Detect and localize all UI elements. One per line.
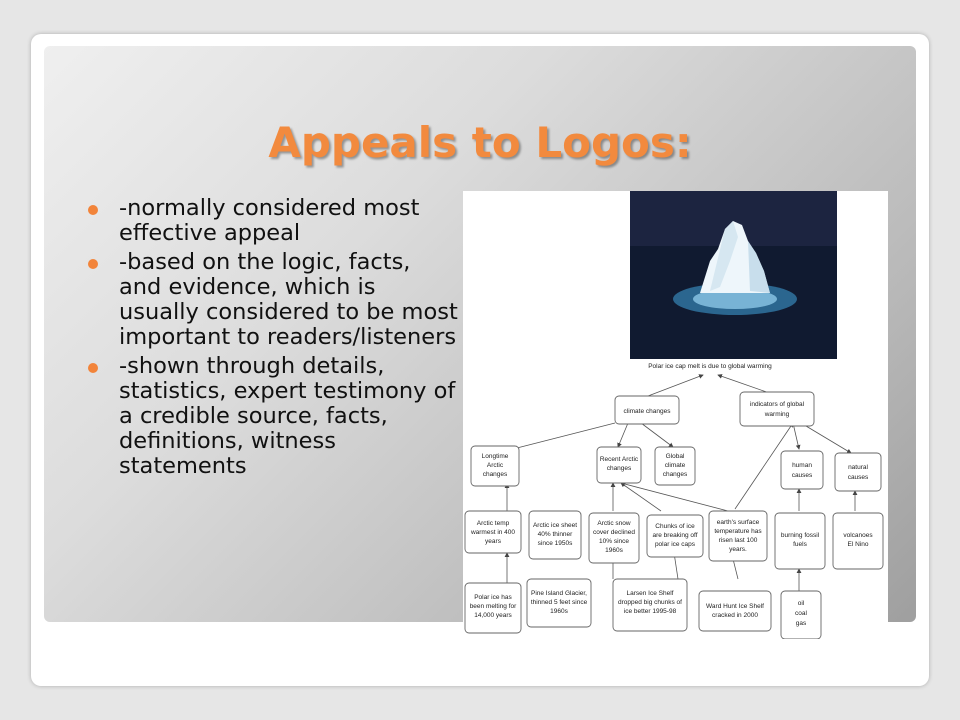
node-global-line1: Global: [666, 453, 685, 460]
node-polar-melting-line1: Polar ice has: [474, 594, 512, 601]
bullet-text: -shown through details, statistics, expe…: [119, 353, 456, 479]
node-oil-line: oil: [798, 600, 805, 607]
bullet-dot-icon: [88, 259, 98, 269]
bullet-item: -normally considered most effective appe…: [88, 196, 458, 246]
node-volcanoes-line2: El Nino: [848, 541, 869, 548]
node-polar-melting-line2: been melting for: [470, 603, 517, 610]
bullet-item: -based on the logic, facts, and evidence…: [88, 250, 458, 350]
node-natural-line1: natural: [848, 464, 868, 471]
node-human-line1: human: [792, 462, 812, 469]
node-earth-surface-line1: earth's surface: [717, 519, 760, 526]
node-larsen-line2: dropped big chunks of: [618, 599, 682, 606]
bullet-text: -based on the logic, facts, and evidence…: [119, 249, 458, 350]
node-arctic-snow-line3: 10% since: [599, 538, 629, 545]
logos-figure: Polar ice cap melt is due to global warm…: [463, 191, 888, 639]
node-climate-changes: climate changes: [624, 408, 672, 415]
node-burning-line1: burning fossil: [781, 532, 820, 539]
node-indicators-line2: warming: [764, 411, 790, 418]
node-chunks-line2: are breaking off: [652, 532, 697, 539]
node-larsen-line3: ice better 1995-98: [624, 608, 677, 615]
iceberg-photo: [630, 191, 837, 359]
node-longtime-line3: changes: [483, 471, 508, 478]
node-arctic-snow-line2: cover declined: [593, 529, 635, 536]
node-polar-melting-line3: 14,000 years: [474, 612, 512, 619]
node-pine-island-line3: 1960s: [550, 608, 568, 615]
diagram-boxes: [464, 391, 884, 639]
bullet-list: -normally considered most effective appe…: [88, 196, 458, 483]
node-earth-surface-line2: temperature has: [714, 528, 762, 535]
node-longtime-line2: Arctic: [487, 462, 504, 469]
bullet-dot-icon: [88, 205, 98, 215]
cause-diagram: Polar ice cap melt is due to global warm…: [464, 363, 884, 639]
node-earth-surface-line3: risen last 100: [719, 537, 758, 544]
node-chunks-line3: polar ice caps: [655, 541, 696, 548]
node-arctic-temp-line3: years: [485, 538, 502, 545]
node-recent-line2: changes: [607, 465, 632, 472]
node-global-line2: climate: [665, 462, 686, 469]
node-arctic-sheet-line1: Arctic ice sheet: [533, 522, 577, 529]
node-indicators-line1: indicators of global: [750, 401, 805, 408]
iceberg-image: [630, 191, 837, 359]
node-gas-line: gas: [796, 620, 807, 627]
node-arctic-snow-line1: Arctic snow: [597, 520, 631, 527]
node-pine-island-line2: thinned 5 feet since: [531, 599, 588, 606]
bullet-item: -shown through details, statistics, expe…: [88, 354, 458, 479]
bullet-text: -normally considered most effective appe…: [119, 195, 420, 246]
node-chunks-line1: Chunks of ice: [655, 523, 695, 530]
node-longtime-line1: Longtime: [482, 453, 509, 460]
diagram-root-label: Polar ice cap melt is due to global warm…: [648, 363, 772, 370]
node-earth-surface-line4: years.: [729, 546, 747, 553]
node-arctic-snow-line4: 1960s: [605, 547, 623, 554]
diagram-labels: climate changes indicators of global war…: [470, 401, 874, 627]
node-larsen-line1: Larsen Ice Shelf: [627, 590, 674, 597]
node-coal-line: coal: [795, 610, 807, 617]
bullet-dot-icon: [88, 363, 98, 373]
node-arctic-sheet-line2: 40% thinner: [538, 531, 574, 538]
node-pine-island-line1: Pine Island Glacier,: [531, 590, 587, 597]
node-global-line3: changes: [663, 471, 688, 478]
node-volcanoes-line1: volcanoes: [843, 532, 873, 539]
slide-title: Appeals to Logos:: [268, 118, 692, 167]
node-arctic-temp-line2: warmest in 400: [470, 529, 515, 536]
node-arctic-sheet-line3: since 1950s: [538, 540, 573, 547]
node-burning-line2: fuels: [793, 541, 807, 548]
node-recent-line1: Recent Arctic: [600, 456, 639, 463]
node-human-line2: causes: [792, 472, 813, 479]
node-ward-hunt-line2: cracked in 2000: [712, 612, 758, 619]
node-ward-hunt-line1: Ward Hunt Ice Shelf: [706, 603, 764, 610]
node-arctic-temp-line1: Arctic temp: [477, 520, 510, 527]
node-natural-line2: causes: [848, 474, 869, 481]
